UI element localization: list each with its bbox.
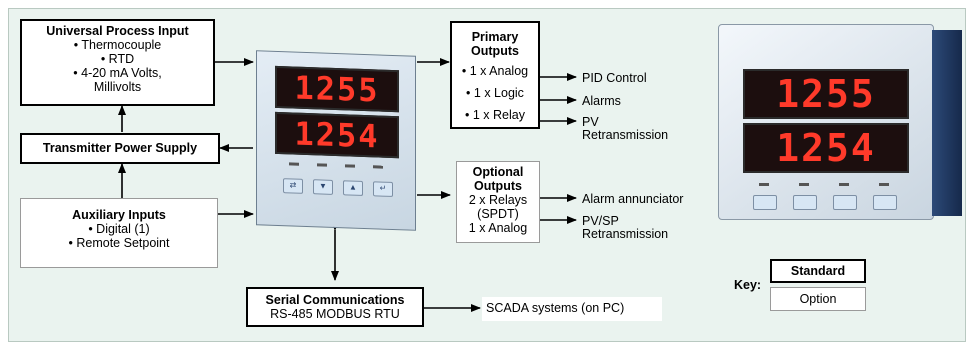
controller-button-down: ▼ [313, 179, 333, 195]
destination-label: Alarms [582, 94, 621, 108]
photo-pv-display: 1255 [743, 69, 909, 119]
process-input-title: Universal Process Input [46, 24, 189, 38]
status-led [289, 162, 299, 166]
optional-outputs-box: Optional Outputs 2 x Relays (SPDT) 1 x A… [456, 161, 540, 243]
key-label: Key: [734, 278, 762, 292]
optional-outputs-title: Outputs [474, 179, 522, 193]
primary-outputs-box: Primary Outputs • 1 x Analog • 1 x Logic… [450, 21, 540, 129]
process-input-box: Universal Process Input • Thermocouple •… [20, 19, 215, 106]
optional-outputs-title: Optional [472, 165, 524, 179]
scada-text: SCADA systems (on PC) [486, 301, 625, 315]
primary-output-item: • 1 x Analog [461, 64, 529, 78]
destination-label: Retransmission [582, 128, 669, 142]
controller-sp-display: 1254 [275, 111, 399, 159]
primary-outputs-title: Outputs [471, 44, 519, 58]
photo-button [753, 195, 777, 210]
status-led [345, 164, 355, 168]
key-option-label: Option [799, 292, 837, 306]
photo-status-led [759, 183, 769, 186]
controller-front-panel: 1255 1254 ⇄ ▼ ▲ ↵ [256, 50, 416, 231]
serial-comms-subtitle: RS-485 MODBUS RTU [270, 307, 400, 321]
optional-output-item: 1 x Analog [468, 221, 528, 235]
optional-output-item: 2 x Relays [468, 193, 528, 207]
status-led [317, 163, 327, 167]
process-input-item: • RTD [100, 52, 135, 66]
auxiliary-input-item: • Digital (1) [88, 222, 150, 236]
destination-label: Alarm annunciator [582, 192, 684, 206]
status-led [373, 165, 383, 169]
photo-button [833, 195, 857, 210]
photo-sp-display: 1254 [743, 123, 909, 173]
serial-comms-box: Serial Communications RS-485 MODBUS RTU [246, 287, 424, 327]
key-standard-label: Standard [790, 264, 846, 278]
auxiliary-input-item: • Remote Setpoint [68, 236, 170, 250]
destination-label: PV/SP [582, 214, 619, 228]
controller-button-up: ▲ [343, 180, 363, 196]
serial-comms-title: Serial Communications [265, 293, 405, 307]
key-standard-box: Standard [770, 259, 866, 283]
transmitter-power-title: Transmitter Power Supply [42, 141, 198, 155]
optional-output-item: (SPDT) [477, 207, 519, 221]
transmitter-power-box: Transmitter Power Supply [20, 133, 220, 164]
photo-status-led [839, 183, 849, 186]
auxiliary-inputs-box: Auxiliary Inputs • Digital (1) • Remote … [20, 198, 218, 268]
photo-button [873, 195, 897, 210]
photo-status-led [879, 183, 889, 186]
photo-status-led [799, 183, 809, 186]
destination-label: Retransmission [582, 227, 669, 241]
primary-output-item: • 1 x Logic [466, 86, 524, 100]
process-input-item: Millivolts [93, 80, 142, 94]
primary-output-item: • 1 x Relay [465, 108, 525, 122]
controller-button-enter: ↵ [373, 181, 393, 197]
destination-label: PID Control [582, 71, 647, 85]
primary-outputs-title: Primary [471, 30, 519, 44]
scada-label: SCADA systems (on PC) [482, 297, 662, 321]
controller-photo: 1255 1254 [718, 24, 974, 224]
process-input-item: • 4-20 mA Volts, [73, 66, 162, 80]
auxiliary-inputs-title: Auxiliary Inputs [72, 208, 166, 222]
photo-side-housing [932, 30, 962, 216]
photo-front-bezel: 1255 1254 [718, 24, 934, 220]
destination-label: PV [582, 115, 599, 129]
key-option-box: Option [770, 287, 866, 311]
controller-button-page: ⇄ [283, 178, 303, 194]
controller-pv-display: 1255 [275, 65, 399, 113]
process-input-item: • Thermocouple [73, 38, 162, 52]
photo-button [793, 195, 817, 210]
